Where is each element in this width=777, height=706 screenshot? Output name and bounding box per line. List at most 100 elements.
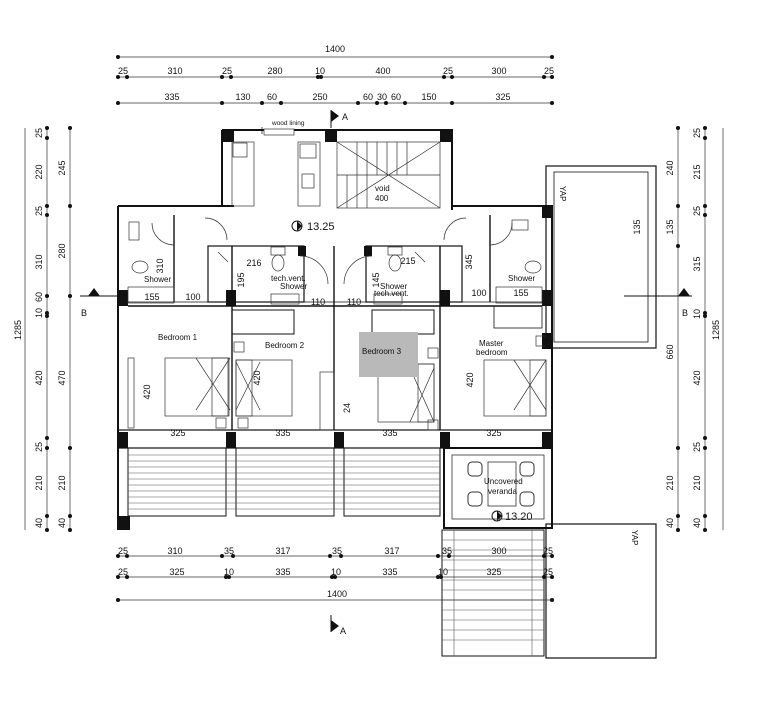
svg-text:280: 280 bbox=[57, 243, 67, 258]
svg-text:215: 215 bbox=[692, 164, 702, 179]
svg-text:10: 10 bbox=[692, 309, 702, 319]
svg-text:25: 25 bbox=[34, 206, 44, 216]
svg-text:310: 310 bbox=[167, 66, 182, 76]
svg-text:25: 25 bbox=[544, 66, 554, 76]
dim-left-inner: 245 280 470 210 40 bbox=[57, 160, 67, 528]
dim-right-inner: 240 135 660 210 40 bbox=[665, 160, 675, 528]
svg-text:300: 300 bbox=[491, 66, 506, 76]
svg-text:100: 100 bbox=[471, 288, 486, 298]
bedroom3-highlight bbox=[359, 332, 418, 377]
top-dimensions bbox=[116, 55, 554, 105]
veranda-label-2: veranda bbox=[488, 487, 517, 496]
tech-vent-right: tech.vent. bbox=[374, 289, 409, 298]
section-b-left: B bbox=[80, 288, 118, 318]
shower-label-left: Shower bbox=[280, 282, 307, 291]
svg-text:B: B bbox=[682, 308, 688, 318]
shower-label-far-left: Shower bbox=[144, 275, 171, 284]
svg-text:13.20: 13.20 bbox=[505, 511, 533, 523]
uncovered-veranda bbox=[443, 447, 553, 529]
dim-left-outer: 25 220 25 310 60 10 420 25 210 40 bbox=[34, 128, 44, 528]
dim-right-outer: 25 215 25 315 10 420 25 210 40 bbox=[692, 128, 702, 528]
svg-text:25: 25 bbox=[543, 567, 553, 577]
svg-text:317: 317 bbox=[384, 546, 399, 556]
dim-bottom-row2: 25 325 10 335 10 335 10 325 25 bbox=[118, 567, 553, 577]
section-a-top: A bbox=[330, 110, 348, 128]
yap-terrace-top: YAP bbox=[545, 165, 657, 349]
svg-text:25: 25 bbox=[118, 546, 128, 556]
walls bbox=[117, 129, 553, 530]
svg-text:60: 60 bbox=[34, 292, 44, 302]
wood-lining-label: wood lining bbox=[271, 120, 305, 127]
svg-text:10: 10 bbox=[224, 567, 234, 577]
dim-bottom-total: 1400 bbox=[327, 589, 347, 599]
bathroom-fixtures bbox=[127, 219, 543, 305]
svg-text:30: 30 bbox=[377, 92, 387, 102]
svg-text:155: 155 bbox=[513, 288, 528, 298]
svg-text:220: 220 bbox=[34, 164, 44, 179]
left-dimensions bbox=[24, 126, 72, 532]
svg-text:345: 345 bbox=[464, 254, 474, 269]
doors bbox=[151, 217, 513, 285]
kitchen-counter bbox=[231, 128, 321, 207]
svg-text:325: 325 bbox=[486, 567, 501, 577]
svg-text:155: 155 bbox=[144, 292, 159, 302]
svg-text:210: 210 bbox=[692, 475, 702, 490]
svg-text:40: 40 bbox=[57, 518, 67, 528]
svg-text:25: 25 bbox=[34, 128, 44, 138]
svg-text:YAP: YAP bbox=[558, 186, 567, 201]
svg-text:250: 250 bbox=[312, 92, 327, 102]
svg-text:40: 40 bbox=[34, 518, 44, 528]
svg-text:315: 315 bbox=[692, 256, 702, 271]
svg-text:420: 420 bbox=[692, 370, 702, 385]
svg-text:215: 215 bbox=[400, 256, 415, 266]
svg-text:280: 280 bbox=[267, 66, 282, 76]
svg-text:A: A bbox=[342, 112, 348, 122]
svg-text:24: 24 bbox=[342, 403, 352, 413]
master-label-2: bedroom bbox=[476, 348, 508, 357]
svg-text:25: 25 bbox=[118, 567, 128, 577]
svg-text:335: 335 bbox=[164, 92, 179, 102]
svg-text:420: 420 bbox=[142, 384, 152, 399]
svg-text:60: 60 bbox=[363, 92, 373, 102]
section-b-right: B bbox=[624, 288, 692, 318]
svg-text:325: 325 bbox=[169, 567, 184, 577]
svg-text:130: 130 bbox=[235, 92, 250, 102]
svg-text:35: 35 bbox=[332, 546, 342, 556]
svg-text:420: 420 bbox=[34, 370, 44, 385]
void-dim: 400 bbox=[375, 194, 389, 203]
svg-text:135: 135 bbox=[632, 219, 642, 234]
level-marker-top: 13.25 bbox=[291, 220, 335, 233]
svg-text:245: 245 bbox=[57, 160, 67, 175]
section-a-bottom: A bbox=[330, 615, 346, 636]
svg-text:145: 145 bbox=[371, 272, 381, 287]
bedroom1-label: Bedroom 1 bbox=[158, 333, 198, 342]
right-dimensions bbox=[676, 126, 724, 532]
svg-text:325: 325 bbox=[486, 428, 501, 438]
svg-text:25: 25 bbox=[692, 442, 702, 452]
svg-text:195: 195 bbox=[236, 272, 246, 287]
dim-top-row1: 25 310 25 280 10 400 25 300 25 bbox=[118, 66, 554, 76]
svg-text:25: 25 bbox=[443, 66, 453, 76]
svg-text:310: 310 bbox=[34, 254, 44, 269]
dim-bottom-row1: 25 310 35 317 35 317 35 300 25 bbox=[118, 546, 553, 556]
svg-text:60: 60 bbox=[267, 92, 277, 102]
svg-text:110: 110 bbox=[347, 297, 361, 307]
svg-text:135: 135 bbox=[665, 219, 675, 234]
svg-text:10: 10 bbox=[331, 567, 341, 577]
svg-text:150: 150 bbox=[421, 92, 436, 102]
svg-text:40: 40 bbox=[692, 518, 702, 528]
master-label: Master bbox=[479, 339, 504, 348]
svg-text:310: 310 bbox=[155, 258, 165, 273]
svg-text:10: 10 bbox=[315, 66, 325, 76]
svg-text:335: 335 bbox=[382, 567, 397, 577]
dim-left-total: 1285 bbox=[13, 320, 23, 340]
svg-text:40: 40 bbox=[665, 518, 675, 528]
svg-text:25: 25 bbox=[692, 128, 702, 138]
svg-text:B: B bbox=[81, 308, 87, 318]
svg-text:35: 35 bbox=[224, 546, 234, 556]
svg-text:240: 240 bbox=[665, 160, 675, 175]
svg-text:335: 335 bbox=[275, 567, 290, 577]
svg-text:13.25: 13.25 bbox=[307, 221, 335, 233]
svg-text:25: 25 bbox=[543, 546, 553, 556]
